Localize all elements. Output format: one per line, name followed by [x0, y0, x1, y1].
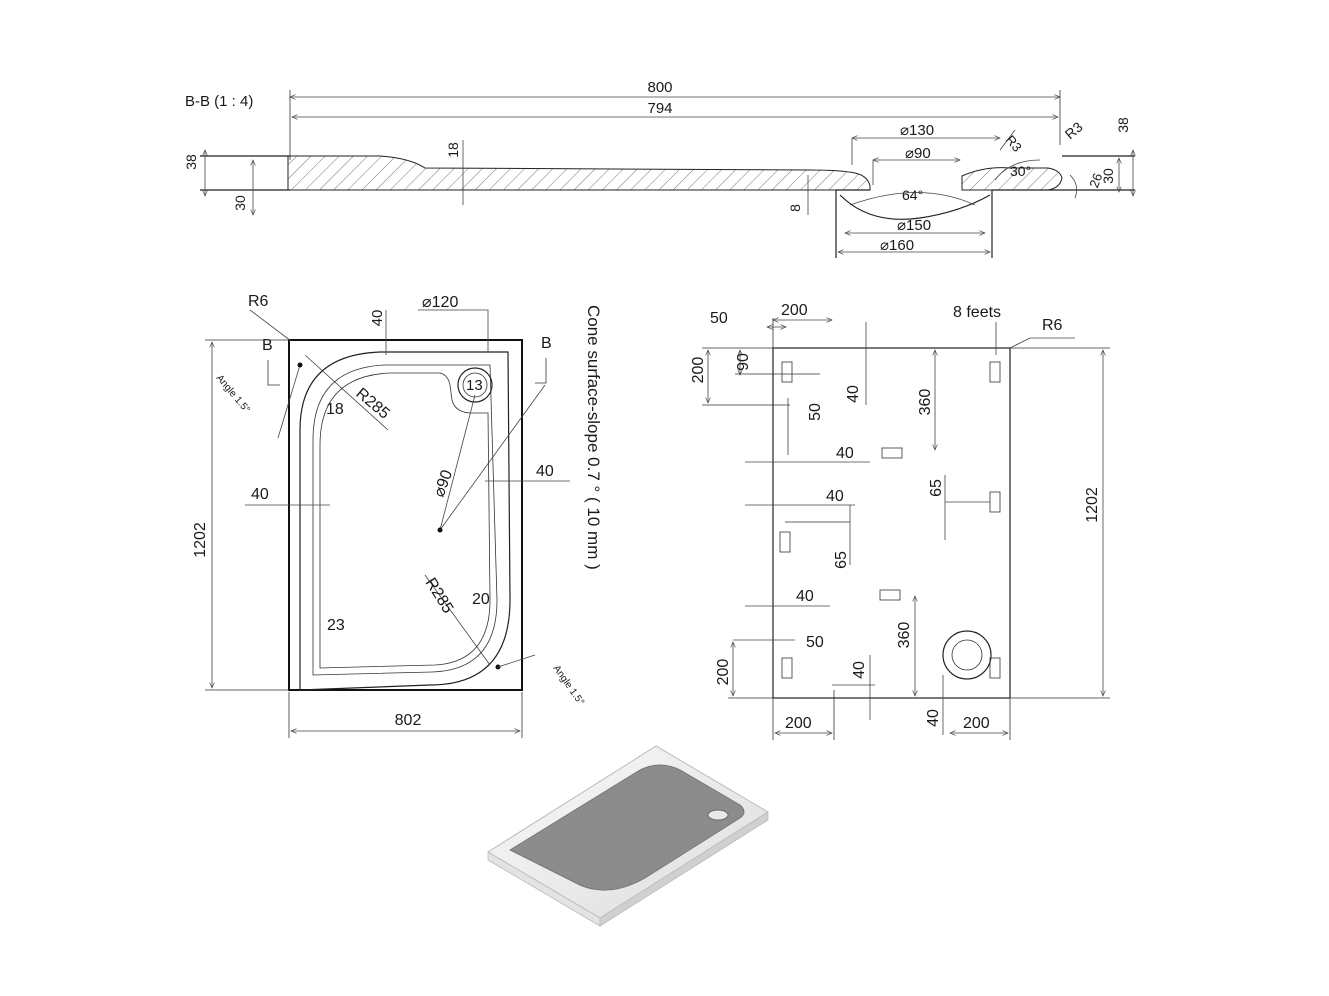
dim-top-200: 200 — [781, 302, 808, 319]
dim-right-65: 65 — [928, 479, 945, 497]
dim-inner-50b: 50 — [806, 634, 824, 651]
dim-angle-64: 64° — [902, 187, 923, 203]
dim-angle-30: 30° — [1010, 163, 1031, 179]
dim-inner-40a: 40 — [845, 385, 862, 403]
dim-overall-length: 800 — [647, 79, 672, 96]
dim-left-90: 90 — [735, 353, 752, 371]
dim-r285-bottom: R285 — [422, 575, 457, 617]
dim-inner-40b: 40 — [836, 445, 854, 462]
dim-top-360: 360 — [917, 389, 934, 416]
dim-top-50: 50 — [710, 310, 728, 327]
dim-left-40: 40 — [251, 486, 269, 503]
feet-note: 8 feets — [953, 304, 1001, 321]
dim-right-40: 40 — [536, 463, 554, 480]
dim-depth-26: 26 — [1086, 171, 1105, 190]
dim-radius-r3: R3 — [1003, 132, 1025, 154]
dim-drain-150: ⌀150 — [897, 217, 931, 234]
angle-label-right: Angle 1.5° — [551, 663, 587, 707]
dim-left-65: 65 — [833, 551, 850, 569]
dim-drain-160: ⌀160 — [880, 237, 914, 254]
dim-r285-top: R285 — [352, 385, 392, 423]
dim-drain-120: ⌀120 — [422, 294, 458, 311]
bottom-view: 50 200 8 feets R6 200 90 40 50 — [690, 302, 1110, 740]
dim-thickness-38: 38 — [183, 154, 199, 170]
dim-bottom-40: 40 — [925, 709, 942, 727]
dim-right-30: 30 — [1100, 168, 1116, 184]
dim-drain-130: ⌀130 — [900, 122, 934, 139]
dim-inner-50a: 50 — [807, 403, 824, 421]
dim-drain-13: 13 — [466, 377, 483, 394]
section-marker-b-left: B — [262, 337, 273, 354]
label-r6: R6 — [248, 293, 269, 310]
dim-thickness-30: 30 — [232, 195, 248, 211]
dim-bottom-200-left: 200 — [785, 715, 812, 732]
tray-basin — [508, 764, 745, 891]
dim-wall-20: 20 — [472, 591, 490, 608]
dim-right-38: 38 — [1115, 117, 1131, 133]
dim-radius-r3b: R3 — [1062, 118, 1086, 142]
dim-inner-40e: 40 — [851, 661, 868, 679]
dim-rim-8: 8 — [787, 204, 803, 212]
tray-3d-render — [487, 745, 769, 927]
dim-wall-23: 23 — [327, 617, 345, 634]
label-r6: R6 — [1042, 317, 1063, 334]
dim-inner-length: 794 — [647, 100, 672, 117]
top-view: R6 B B 40 ⌀120 13 R285 18 ⌀90 40 40 1202 — [192, 293, 603, 738]
cone-surface-note: Cone surface-slope 0.7 ° ( 10 mm ) — [584, 305, 603, 570]
dim-top-40: 40 — [369, 310, 386, 327]
dim-height-1202: 1202 — [1084, 487, 1101, 523]
dim-drain-90: ⌀90 — [905, 145, 931, 162]
section-title: B-B (1 : 4) — [185, 93, 253, 110]
tray-drain — [707, 809, 729, 821]
dim-inner-40d: 40 — [796, 588, 814, 605]
dim-width-802: 802 — [395, 712, 422, 729]
dim-bottom-360: 360 — [896, 622, 913, 649]
dim-wall-18: 18 — [445, 142, 461, 158]
dim-drain-90: ⌀90 — [431, 468, 456, 500]
section-profile — [287, 155, 871, 191]
dim-left-bottom-200: 200 — [715, 659, 732, 686]
dim-height-1202: 1202 — [192, 522, 209, 558]
dim-bottom-200-right: 200 — [963, 715, 990, 732]
section-marker-b-right: B — [541, 335, 552, 352]
section-view: B-B (1 : 4) 800 794 38 30 18 8 — [183, 79, 1135, 258]
angle-label-left: Angle 1.5° — [214, 373, 252, 416]
dim-left-200: 200 — [690, 357, 707, 384]
dim-inner-40c: 40 — [826, 488, 844, 505]
dim-wall-18: 18 — [326, 401, 344, 418]
